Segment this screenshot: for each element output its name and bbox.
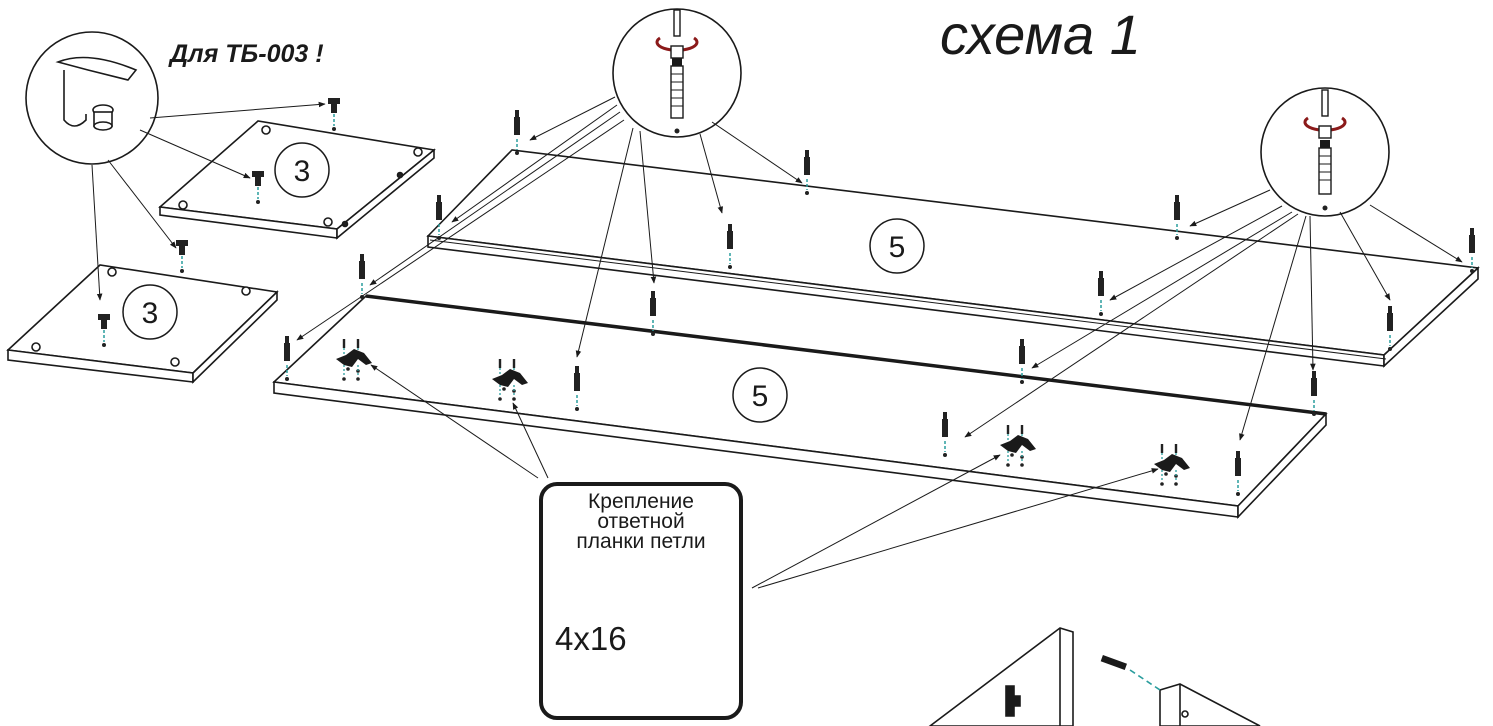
- callout-line: ответной: [597, 510, 685, 533]
- scheme-title: схема 1: [940, 3, 1141, 66]
- hinge-plate-callout: Крепление ответной планки петли 4x16: [539, 482, 743, 720]
- panel-number: 5: [889, 231, 906, 264]
- panel-5-lower: [272, 294, 1328, 519]
- detail-cam-lock: [25, 31, 159, 165]
- detail-screwdriver-2: [1260, 87, 1390, 217]
- leader-lines: [91, 96, 1463, 589]
- panel-number: 3: [294, 155, 311, 188]
- callout-line: Крепление: [588, 490, 694, 513]
- callout-caption: Крепление ответной планки петли: [543, 490, 739, 553]
- side-panel-preview: [928, 627, 1261, 726]
- panel-5-upper: [426, 149, 1480, 368]
- panel-number: 5: [752, 380, 769, 413]
- panel-number-badges: 3 3 5 5: [122, 142, 925, 423]
- screw-size-label: 4x16: [555, 620, 627, 657]
- callout-line: планки петли: [576, 530, 706, 553]
- detail-screwdriver-1: [612, 8, 742, 138]
- panel-number: 3: [142, 297, 159, 330]
- model-note: Для ТБ-003 !: [170, 40, 324, 68]
